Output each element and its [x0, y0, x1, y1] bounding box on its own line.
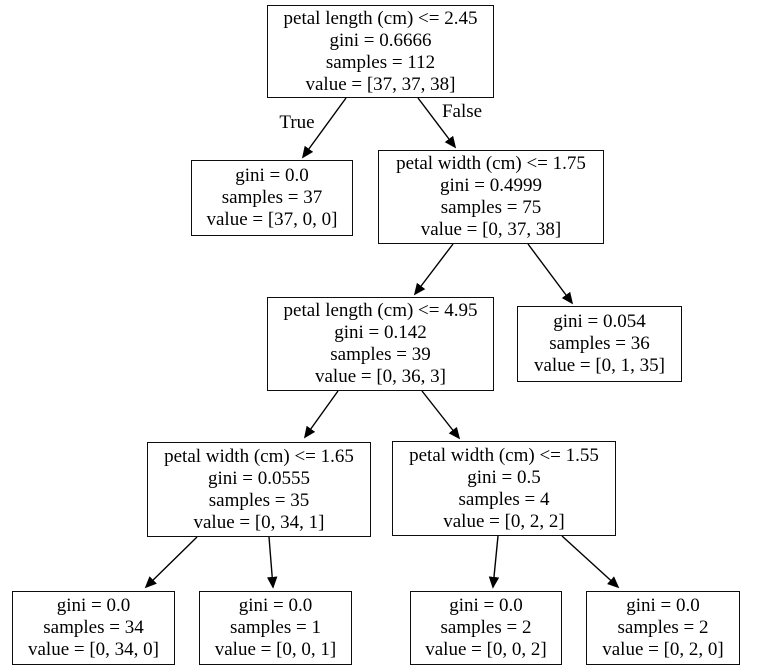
node-value: value = [0, 0, 2]	[425, 639, 547, 660]
node-gini: gini = 0.6666	[329, 29, 432, 51]
node-value: value = [0, 1, 35]	[533, 355, 665, 376]
tree-split-node: petal width (cm) <= 1.55 gini = 0.5 samp…	[392, 441, 616, 536]
node-gini: gini = 0.054	[553, 311, 646, 332]
node-condition: petal width (cm) <= 1.55	[409, 444, 599, 466]
node-samples: samples = 2	[440, 617, 532, 638]
tree-split-node: petal width (cm) <= 1.75 gini = 0.4999 s…	[378, 150, 604, 244]
node-samples: samples = 4	[458, 488, 550, 510]
node-value: value = [0, 36, 3]	[314, 366, 446, 387]
tree-node-root: petal length (cm) <= 2.45 gini = 0.6666 …	[267, 5, 494, 98]
tree-leaf-node: gini = 0.0 samples = 2 value = [0, 0, 2]	[410, 591, 562, 665]
tree-leaf-node: gini = 0.0 samples = 2 value = [0, 2, 0]	[586, 591, 740, 665]
edge-n0-n1	[301, 97, 347, 159]
node-gini: gini = 0.0	[449, 595, 523, 616]
node-condition: petal width (cm) <= 1.75	[396, 153, 586, 174]
edge-n6-n10	[561, 535, 620, 589]
node-samples: samples = 36	[549, 333, 650, 354]
tree-leaf-node: gini = 0.054 samples = 36 value = [0, 1,…	[517, 306, 682, 382]
edge-label-true: True	[279, 112, 315, 133]
node-samples: samples = 37	[221, 187, 323, 208]
edge-n5-n8	[266, 536, 278, 589]
edge-n0-n2	[417, 97, 457, 149]
node-samples: samples = 75	[440, 197, 542, 218]
node-condition: petal length (cm) <= 4.95	[283, 300, 478, 321]
tree-leaf-node: gini = 0.0 samples = 34 value = [0, 34, …	[12, 591, 175, 665]
node-value: value = [37, 0, 0]	[206, 209, 338, 230]
node-value: value = [0, 2, 0]	[602, 639, 724, 660]
edge-n3-n6	[421, 390, 461, 440]
edge-n2-n4	[527, 243, 574, 305]
edge-label-false: False	[441, 101, 483, 122]
node-gini: gini = 0.142	[334, 322, 427, 343]
node-value: value = [0, 34, 0]	[27, 639, 159, 660]
node-gini: gini = 0.0	[626, 595, 700, 616]
node-samples: samples = 1	[230, 617, 321, 638]
tree-split-node: petal length (cm) <= 4.95 gini = 0.142 s…	[267, 297, 494, 391]
node-condition: petal width (cm) <= 1.65	[164, 445, 354, 467]
node-gini: gini = 0.4999	[439, 175, 543, 196]
node-samples: samples = 39	[330, 344, 431, 365]
tree-leaf-node: gini = 0.0 samples = 37 value = [37, 0, …	[191, 160, 353, 236]
node-samples: samples = 112	[325, 51, 436, 73]
node-value: value = [0, 37, 38]	[420, 219, 562, 240]
node-condition: petal length (cm) <= 2.45	[283, 7, 478, 29]
node-gini: gini = 0.0	[235, 165, 309, 186]
edge-n2-n3	[413, 243, 454, 296]
node-gini: gini = 0.5	[467, 466, 541, 488]
node-samples: samples = 2	[617, 617, 709, 638]
node-value: value = [0, 34, 1]	[193, 511, 325, 533]
node-gini: gini = 0.0	[56, 595, 131, 616]
tree-split-node: petal width (cm) <= 1.65 gini = 0.0555 s…	[147, 442, 371, 537]
edge-n3-n5	[303, 390, 339, 439]
node-samples: samples = 35	[208, 489, 310, 511]
node-samples: samples = 34	[43, 617, 144, 638]
node-gini: gini = 0.0	[238, 595, 313, 616]
node-value: value = [0, 2, 2]	[443, 510, 565, 532]
edge-n6-n9	[488, 535, 500, 589]
node-gini: gini = 0.0555	[207, 467, 311, 489]
node-value: value = [37, 37, 38]	[305, 73, 456, 95]
tree-leaf-node: gini = 0.0 samples = 1 value = [0, 0, 1]	[199, 591, 352, 665]
edge-n5-n7	[144, 536, 198, 589]
node-value: value = [0, 0, 1]	[214, 639, 337, 660]
